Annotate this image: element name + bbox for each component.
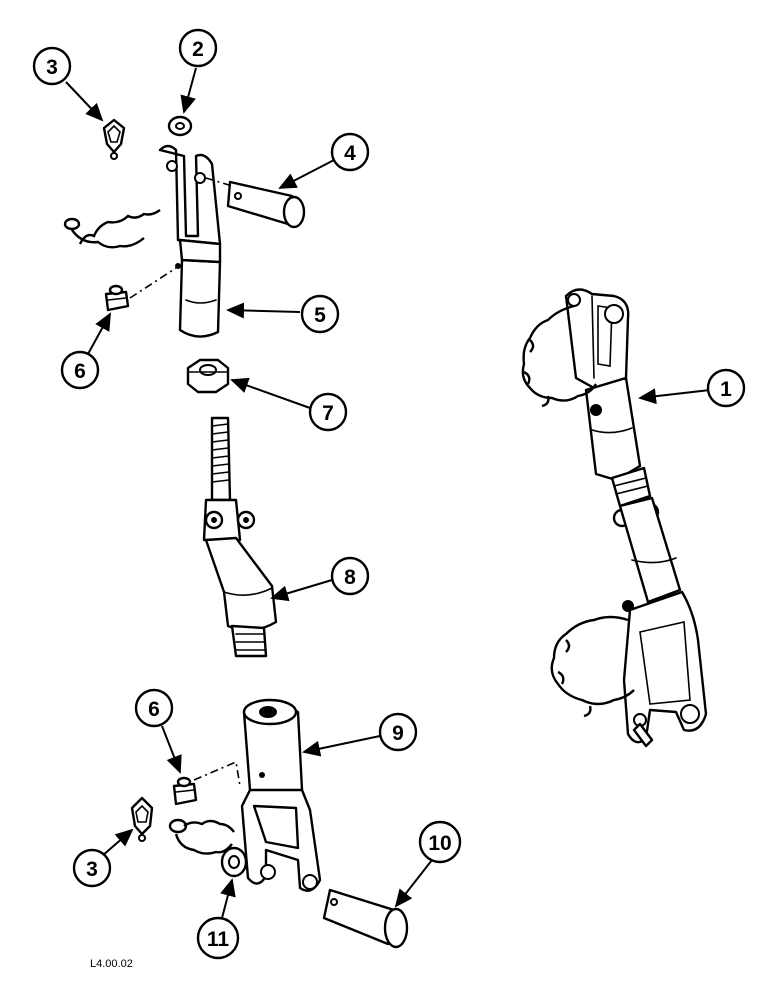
assembled-upper-chain <box>521 304 598 408</box>
assembled-top-link <box>564 288 708 748</box>
assembled-lower-chain <box>550 615 635 718</box>
upper-clevis-end <box>158 144 222 338</box>
callout-label: 5 <box>314 304 326 327</box>
callout-label: 2 <box>192 38 204 61</box>
callout-9: 9 <box>378 712 418 752</box>
hex-nut <box>186 358 230 394</box>
lower-clevis-end <box>240 698 322 892</box>
callout-label: 8 <box>344 566 356 589</box>
callout-3-upper: 3 <box>32 46 72 86</box>
callout-label: 9 <box>392 722 404 745</box>
washer-top <box>167 115 193 137</box>
callout-4: 4 <box>330 132 370 172</box>
callout-8: 8 <box>330 556 370 596</box>
callout-6-upper: 6 <box>60 350 100 390</box>
callout-6-lower: 6 <box>134 688 174 728</box>
callout-label: 6 <box>74 360 86 383</box>
callout-10: 10 <box>418 820 462 864</box>
callout-2: 2 <box>178 28 218 68</box>
clevis-pin-upper <box>226 180 306 229</box>
upper-chain <box>63 209 161 249</box>
threaded-tube <box>202 416 278 658</box>
callout-label: 3 <box>86 858 98 881</box>
leader-arrows <box>65 67 711 919</box>
lynch-pin-lower <box>130 796 154 842</box>
callout-label: 6 <box>148 698 160 721</box>
callout-label: 7 <box>322 402 334 425</box>
callout-label: 10 <box>428 832 451 855</box>
clevis-pin-lower <box>322 888 409 949</box>
grease-nipple-lower <box>172 776 198 806</box>
drawing-reference-code: L4.00.02 <box>90 958 133 970</box>
callout-label: 4 <box>344 142 356 165</box>
lower-chain <box>168 818 235 855</box>
callout-11: 11 <box>196 916 240 960</box>
callout-label: 11 <box>207 928 230 951</box>
grease-nipple-upper <box>104 284 130 312</box>
callout-label: 3 <box>46 56 58 79</box>
washer-lower <box>220 846 248 878</box>
callout-3-lower: 3 <box>72 848 112 888</box>
callout-1: 1 <box>706 368 746 408</box>
callout-label: 1 <box>720 378 732 401</box>
lynch-pin-upper <box>102 118 126 160</box>
callout-7: 7 <box>308 392 348 432</box>
callout-5: 5 <box>300 294 340 334</box>
